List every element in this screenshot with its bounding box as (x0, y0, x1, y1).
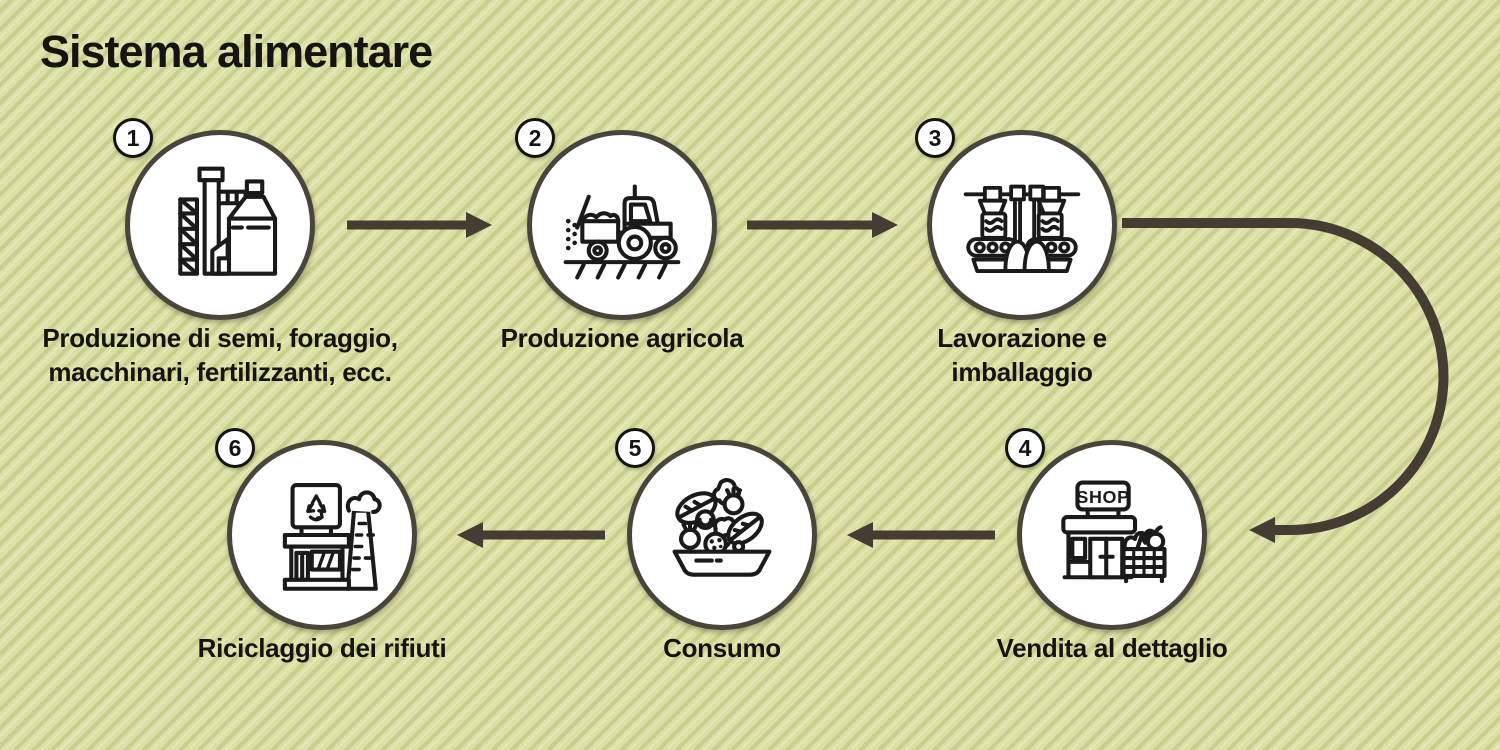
step-5-number-badge: 5 (615, 428, 655, 468)
step-1-number-badge: 1 (113, 118, 153, 158)
step-5-number: 5 (628, 434, 642, 461)
step-4-number-badge: 4 (1005, 428, 1045, 468)
step-6-label-line-1: Riciclaggio dei rifiuti (197, 633, 447, 663)
step-node-6: 6 Riciclaggio dei rifiuti (198, 428, 447, 663)
step-4-number: 4 (1018, 434, 1032, 461)
step-1-circle (125, 130, 315, 320)
arrow-step3-step4-curved (1122, 218, 1449, 543)
step-1-number: 1 (126, 124, 140, 151)
page-title: Sistema alimentare (40, 26, 433, 77)
step-3-label: Lavorazione e imballaggio (782, 322, 1262, 390)
step-1-label: Produzione di semi, foraggio, macchinari… (0, 322, 460, 390)
shop-icon: SHOP (1061, 480, 1167, 584)
step-3-number-badge: 3 (915, 118, 955, 158)
step-3-label-line-2: imballaggio (951, 356, 1093, 387)
step-4-circle: SHOP (1017, 440, 1207, 630)
step-6-circle (227, 440, 417, 630)
step-5-circle (627, 440, 817, 630)
step-node-2: 2 Produzione agricola (501, 118, 744, 353)
step-1-label-line-1: Produzione di semi, foraggio, (42, 323, 398, 353)
step-3-number: 3 (928, 124, 942, 151)
step-5-label: Consumo (482, 632, 962, 666)
feed-mill-icon (178, 166, 278, 276)
step-5-label-line-1: Consumo (663, 633, 781, 663)
step-2-label: Produzione agricola (382, 322, 862, 356)
step-2-circle (527, 130, 717, 320)
step-3-circle (927, 130, 1117, 320)
step-node-4: SHOP 4 Vendita al dettaglio (997, 428, 1228, 663)
salad-bowl-icon (672, 478, 772, 577)
shop-sign-text: SHOP (1076, 487, 1129, 507)
step-1-label-line-2: macchinari, fertilizzanti, ecc. (48, 356, 392, 387)
processing-machine-icon (963, 184, 1081, 273)
step-4-label: Vendita al dettaglio (872, 632, 1352, 666)
step-2-number-badge: 2 (515, 118, 555, 158)
step-node-1: 1 Produzione di semi, foraggio, macchina… (42, 118, 398, 387)
tractor-icon (563, 184, 681, 280)
step-2-number: 2 (528, 124, 542, 151)
step-6-number-badge: 6 (215, 428, 255, 468)
recycling-plant-icon (282, 483, 382, 591)
step-2-label-line-1: Produzione agricola (500, 323, 744, 353)
step-3-label-line-1: Lavorazione e (937, 323, 1107, 353)
step-node-5: 5 Consumo (615, 428, 817, 663)
step-6-number: 6 (228, 434, 242, 461)
step-4-label-line-1: Vendita al dettaglio (996, 633, 1228, 663)
step-6-label: Riciclaggio dei rifiuti (82, 632, 562, 666)
step-node-3: 3 Lavorazione e imballaggio (915, 118, 1117, 387)
